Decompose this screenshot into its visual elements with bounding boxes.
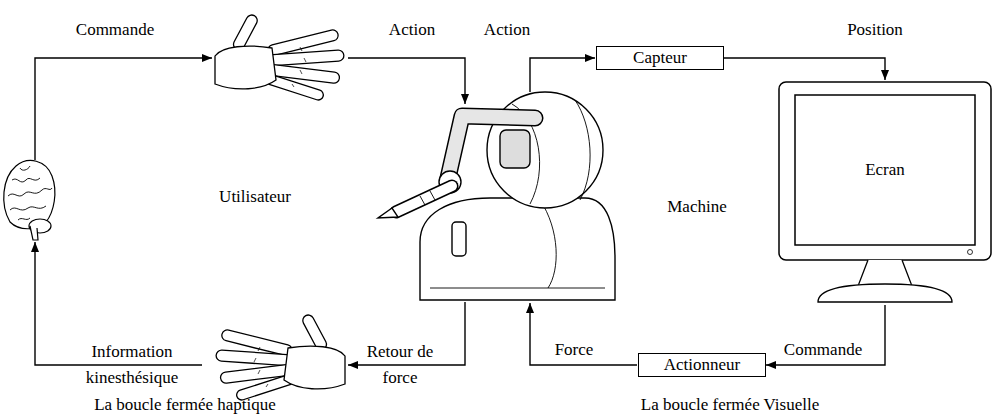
flow-label: Action (484, 17, 530, 43)
caption-label: La boucle fermée Visuelle (641, 392, 820, 418)
connector-arrow (766, 305, 885, 365)
flow-label: Machine (667, 194, 726, 220)
palm (284, 346, 345, 389)
connector-arrow (724, 58, 885, 80)
brain-drawing (4, 161, 55, 240)
device-base (420, 198, 615, 300)
process-box: Actionneur (638, 353, 766, 377)
flow-label: Force (555, 337, 594, 363)
caption-label: La boucle fermée haptique (94, 392, 276, 418)
flow-label: Utilisateur (219, 184, 291, 210)
finger (216, 350, 293, 366)
screen-label: Ecran (865, 160, 905, 180)
arrow-line (348, 58, 465, 104)
brain-folds (8, 166, 52, 220)
monitor-stand (858, 260, 912, 286)
knuckle-lines (292, 47, 306, 87)
stylus-tip (378, 208, 398, 218)
stylus-grip (420, 191, 435, 205)
housing-slot (500, 130, 530, 168)
monitor-frame (779, 82, 991, 260)
loop-arrows (35, 58, 637, 365)
process-box: Capteur (596, 46, 724, 70)
hand-drawing (216, 313, 345, 401)
flow-label: Information kinesthésique (62, 339, 202, 391)
arrow-line (35, 58, 212, 160)
screen-node: Ecran (778, 80, 992, 305)
monitor-screen (795, 95, 975, 245)
monitor-foot (818, 284, 952, 302)
stylus-fill (396, 186, 452, 212)
base-edge (430, 200, 605, 288)
arrow-line (530, 58, 595, 92)
box-label: Capteur (633, 48, 687, 67)
box-label: Actionneur (664, 355, 740, 374)
power-symbol (968, 250, 973, 255)
flow-label: Action (389, 17, 435, 43)
monitor-outline (778, 80, 992, 305)
stylus-outline (396, 186, 452, 212)
palm (215, 46, 276, 89)
haptic-device (378, 92, 615, 300)
edge-label: Commande (784, 337, 862, 363)
flow-label: Retour de force (353, 339, 448, 391)
hand-drawing (215, 13, 344, 101)
knuckle-lines (254, 347, 268, 387)
flow-label: Commande (76, 17, 154, 43)
arrow-line (530, 303, 637, 365)
stylus-holder (452, 222, 466, 256)
edge-label: Position (847, 17, 903, 43)
brain-outline (4, 161, 55, 229)
finger (268, 50, 345, 66)
arm-outline (448, 116, 535, 178)
brainstem (30, 226, 38, 240)
arm-fill (448, 116, 535, 178)
